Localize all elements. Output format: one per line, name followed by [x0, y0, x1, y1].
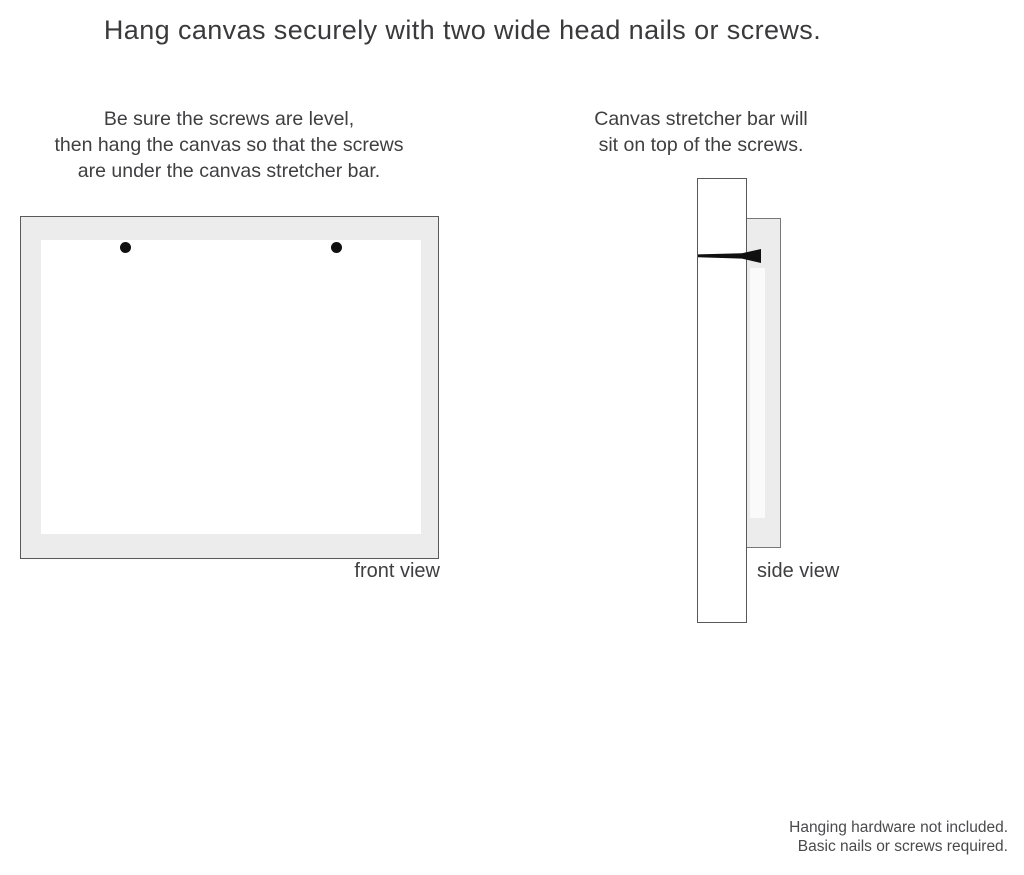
nail-head-icon [120, 242, 131, 253]
instruction-line: Be sure the screws are level, [103, 108, 355, 130]
canvas-front-face [41, 240, 421, 534]
instruction-line: are under the canvas stretcher bar. [77, 160, 381, 182]
front-view-label: front view [354, 560, 440, 582]
instruction-line: Canvas stretcher bar will [594, 108, 808, 130]
canvas-front-view-frame [20, 216, 439, 559]
disclaimer-line: Basic nails or screws required. [797, 837, 1008, 855]
front-view-instruction: Be sure the screws are level, then hang … [28, 106, 430, 184]
page-title: Hang canvas securely with two wide head … [103, 15, 822, 45]
side-view-label: side view [757, 560, 840, 582]
stretcher-bar-side-profile [697, 178, 747, 623]
instruction-line: then hang the canvas so that the screws [54, 134, 404, 156]
instruction-line: sit on top of the screws. [598, 134, 804, 156]
canvas-side-inner-edge [750, 268, 765, 518]
nail-icon [698, 249, 761, 263]
hardware-disclaimer: Hanging hardware not included. Basic nai… [706, 819, 1008, 856]
side-view-instruction: Canvas stretcher bar will sit on top of … [551, 106, 851, 158]
nail-head-icon [331, 242, 342, 253]
disclaimer-line: Hanging hardware not included. [789, 819, 1008, 836]
